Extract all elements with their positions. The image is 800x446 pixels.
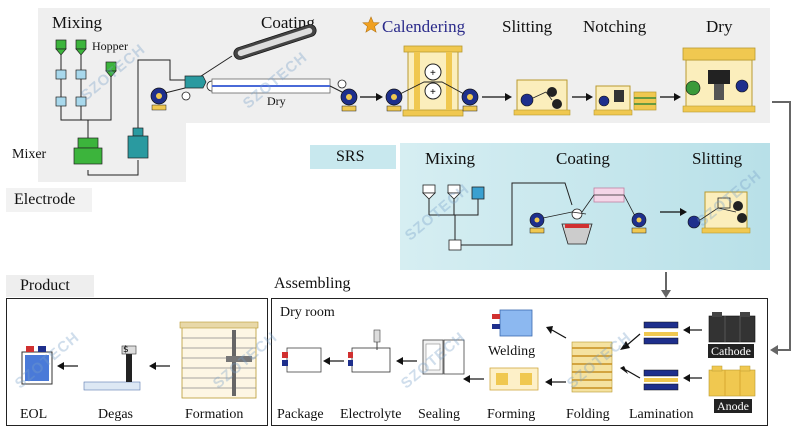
anode-icon [708,365,756,397]
product-label-bg [6,275,94,297]
slitting-machine-icon [513,79,571,116]
notching-label: Notching [583,17,647,36]
star-icon [362,16,380,33]
sealing-icon [422,339,465,375]
package-label: Package [277,407,324,422]
electrode-label-bg [6,188,92,212]
calendering-label: Calendering [382,17,466,36]
cathode-icon [708,312,756,343]
lamination-label: Lamination [629,407,694,422]
coating-knife-icon [233,24,317,60]
srs-slitting-label: Slitting [692,149,743,168]
assembling-section-label: Assembling [274,275,351,292]
slitting-label: Slitting [502,17,553,36]
degas-icon: $ [83,345,141,391]
forming-label: Forming [487,407,536,422]
forming-icon [489,367,539,391]
svg-text:+: + [430,68,436,79]
formation-label: Formation [185,407,244,422]
srs-mixing-label: Mixing [425,149,476,168]
welding-icon [492,309,533,337]
product-box [6,298,268,426]
srs-coating-label: Coating [556,149,610,168]
formation-cabinet-icon [179,321,259,399]
srs-coating-icon [529,187,647,245]
svg-text:$: $ [123,345,129,355]
dry-room-label: Dry room [280,305,335,320]
electrolyte-icon [348,329,391,373]
eol-cell-icon [21,346,53,385]
rewind-roll-icon [340,88,358,112]
cathode-label: Cathode [708,344,754,358]
sealing-label: Sealing [418,407,460,422]
svg-text:+: + [430,87,436,98]
unwind-roll-icon [150,87,168,111]
electrolyte-label: Electrolyte [340,407,402,422]
hopper-label: Hopper [92,39,128,53]
calendering-machine-icon: + + [385,45,479,117]
electrode-section-label: Electrode [14,191,76,208]
package-icon [282,347,322,373]
coating-label: Coating [261,13,315,32]
mixer-icon [73,137,103,165]
degas-label: Degas [98,407,133,422]
srs-line-diagram [422,182,751,298]
dry-room-box [271,298,768,426]
coating-dry-label: Dry [267,94,286,108]
srs-tab [310,145,396,169]
folding-icon [571,341,613,393]
mixer-label: Mixer [12,147,47,162]
anode-label: Anode [714,399,752,413]
lamination-icon [643,321,679,391]
dry-oven-icon [682,47,756,113]
srs-slitting-icon [687,191,751,234]
notching-machine-icon [593,85,657,116]
dry-label: Dry [706,17,733,36]
welding-label: Welding [488,344,536,359]
eol-label: EOL [20,407,48,422]
electrode-mixing-label: Mixing [52,13,103,32]
electrode-panel-lower [38,120,186,182]
hopper-icon [55,39,117,78]
tank-icon [127,127,149,159]
product-section-label: Product [20,277,70,294]
electrode-line-diagram: + + [55,24,791,355]
srs-section-label: SRS [336,148,365,165]
folding-label: Folding [566,407,610,422]
